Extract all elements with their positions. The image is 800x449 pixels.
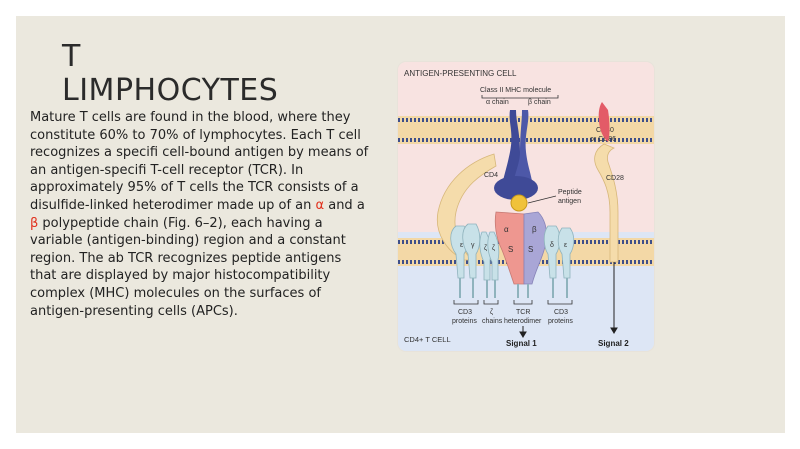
cd3-left-label-2: proteins bbox=[452, 318, 477, 325]
s-bond-right: S bbox=[528, 245, 533, 254]
zeta-chains-label-2: chains bbox=[482, 318, 503, 325]
cytoplasmic-tails bbox=[459, 278, 568, 298]
alpha-chain-label: α chain bbox=[486, 99, 509, 106]
peptide-antigen bbox=[510, 194, 528, 212]
delta-label: δ bbox=[550, 242, 554, 249]
alpha-symbol: α bbox=[315, 197, 325, 213]
tcr-heterodimer bbox=[494, 211, 547, 285]
tcr-label-1: TCR bbox=[516, 309, 530, 316]
beta-chain-label: β chain bbox=[528, 99, 551, 106]
zeta-right-label: ζ bbox=[492, 245, 495, 252]
label-brackets bbox=[453, 300, 573, 305]
epsilon-left-label: ε bbox=[460, 242, 463, 249]
zeta-chains-label-1: ζ bbox=[490, 309, 493, 316]
peptide-label-1: Peptide bbox=[558, 189, 582, 196]
zeta-left-label: ζ bbox=[484, 245, 487, 252]
cd3-right-label-1: CD3 bbox=[554, 309, 568, 316]
tcr-alpha-label: α bbox=[504, 225, 509, 234]
body-part-2: polypeptide chain (Fig. 6–2), each havin… bbox=[30, 215, 346, 319]
gamma-label: γ bbox=[471, 242, 475, 249]
apc-label: ANTIGEN-PRESENTING CELL bbox=[404, 69, 517, 78]
epsilon-right-label: ε bbox=[564, 242, 567, 249]
cd28-molecule bbox=[594, 143, 619, 263]
body-and: and a bbox=[324, 197, 365, 213]
s-bond-left: S bbox=[508, 245, 513, 254]
cd4-label: CD4 bbox=[484, 172, 498, 179]
beta-symbol: β bbox=[30, 215, 39, 231]
peptide-label-2: antigen bbox=[558, 198, 581, 205]
tcr-beta-label: β bbox=[532, 225, 537, 234]
signal-1-label: Signal 1 bbox=[506, 339, 537, 348]
cd28-label: CD28 bbox=[606, 175, 624, 182]
cd80-label-2: or CD86 bbox=[590, 136, 616, 143]
signal-arrows bbox=[519, 262, 618, 338]
cd3-right-label-2: proteins bbox=[548, 318, 573, 325]
signal-2-label: Signal 2 bbox=[598, 339, 629, 348]
title-line-1: T bbox=[62, 39, 81, 74]
cd80-molecule bbox=[598, 102, 610, 142]
figure-svg: ANTIGEN-PRESENTING CELL Class II MHC mol… bbox=[398, 62, 654, 351]
tcell-label: CD4+ T CELL bbox=[404, 335, 451, 344]
cd3-proteins bbox=[450, 223, 575, 281]
tcr-label-2: heterodimer bbox=[504, 318, 542, 325]
mhc-molecule bbox=[494, 110, 538, 200]
cd3-left-label-1: CD3 bbox=[458, 309, 472, 316]
body-paragraph: Mature T cells are found in the blood, w… bbox=[30, 109, 370, 320]
mhc-label: Class II MHC molecule bbox=[480, 87, 551, 94]
title-line-2: LIMPHOCYTES bbox=[62, 73, 279, 108]
body-part-1: Mature T cells are found in the blood, w… bbox=[30, 110, 369, 213]
slide-title: T LIMPHOCYTES bbox=[62, 40, 278, 108]
tcell-receptor-figure: ANTIGEN-PRESENTING CELL Class II MHC mol… bbox=[398, 62, 654, 351]
